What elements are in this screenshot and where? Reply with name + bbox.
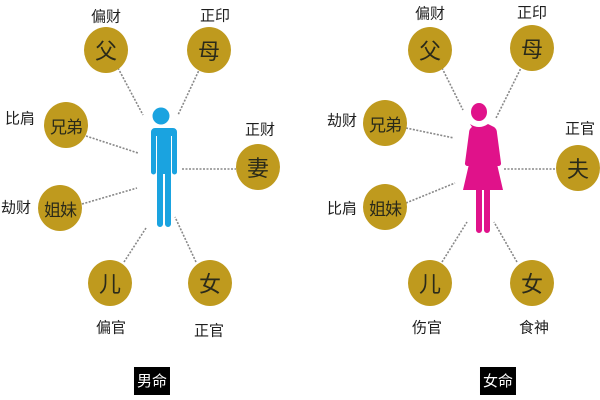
label-shang-guan: 伤官 [411, 318, 443, 337]
label-zheng-cai: 正财 [244, 120, 276, 139]
label-zheng-guan: 正官 [193, 321, 225, 340]
node-sisters: 姐妹 [363, 184, 407, 230]
label-jie-cai: 劫财 [326, 111, 358, 130]
label-pian-cai: 偏财 [90, 7, 122, 26]
label-bi-jian: 比肩 [326, 199, 358, 218]
label-zheng-yin: 正印 [199, 6, 231, 25]
female-caption: 女命 [479, 367, 517, 395]
male-caption: 男命 [133, 367, 171, 395]
node-father: 父 [408, 27, 452, 73]
label-zheng-guan: 正官 [564, 119, 596, 138]
node-father: 父 [84, 27, 128, 73]
label-shi-shen: 食神 [518, 318, 550, 337]
label-jie-cai: 劫财 [0, 198, 32, 217]
node-wife: 妻 [236, 144, 280, 190]
label-pian-guan: 偏官 [95, 318, 127, 337]
node-mother: 母 [510, 25, 554, 71]
node-son: 儿 [408, 260, 452, 306]
node-daughter: 女 [510, 260, 554, 306]
label-bi-jian: 比肩 [4, 109, 36, 128]
node-brothers: 兄弟 [363, 100, 407, 146]
node-husband: 夫 [556, 145, 600, 191]
label-zheng-yin: 正印 [516, 3, 548, 22]
label-pian-cai: 偏财 [414, 4, 446, 23]
node-mother: 母 [187, 27, 231, 73]
node-son: 儿 [88, 260, 132, 306]
node-brothers: 兄弟 [44, 102, 88, 148]
node-daughter: 女 [188, 260, 232, 306]
node-sisters: 姐妹 [38, 185, 82, 231]
